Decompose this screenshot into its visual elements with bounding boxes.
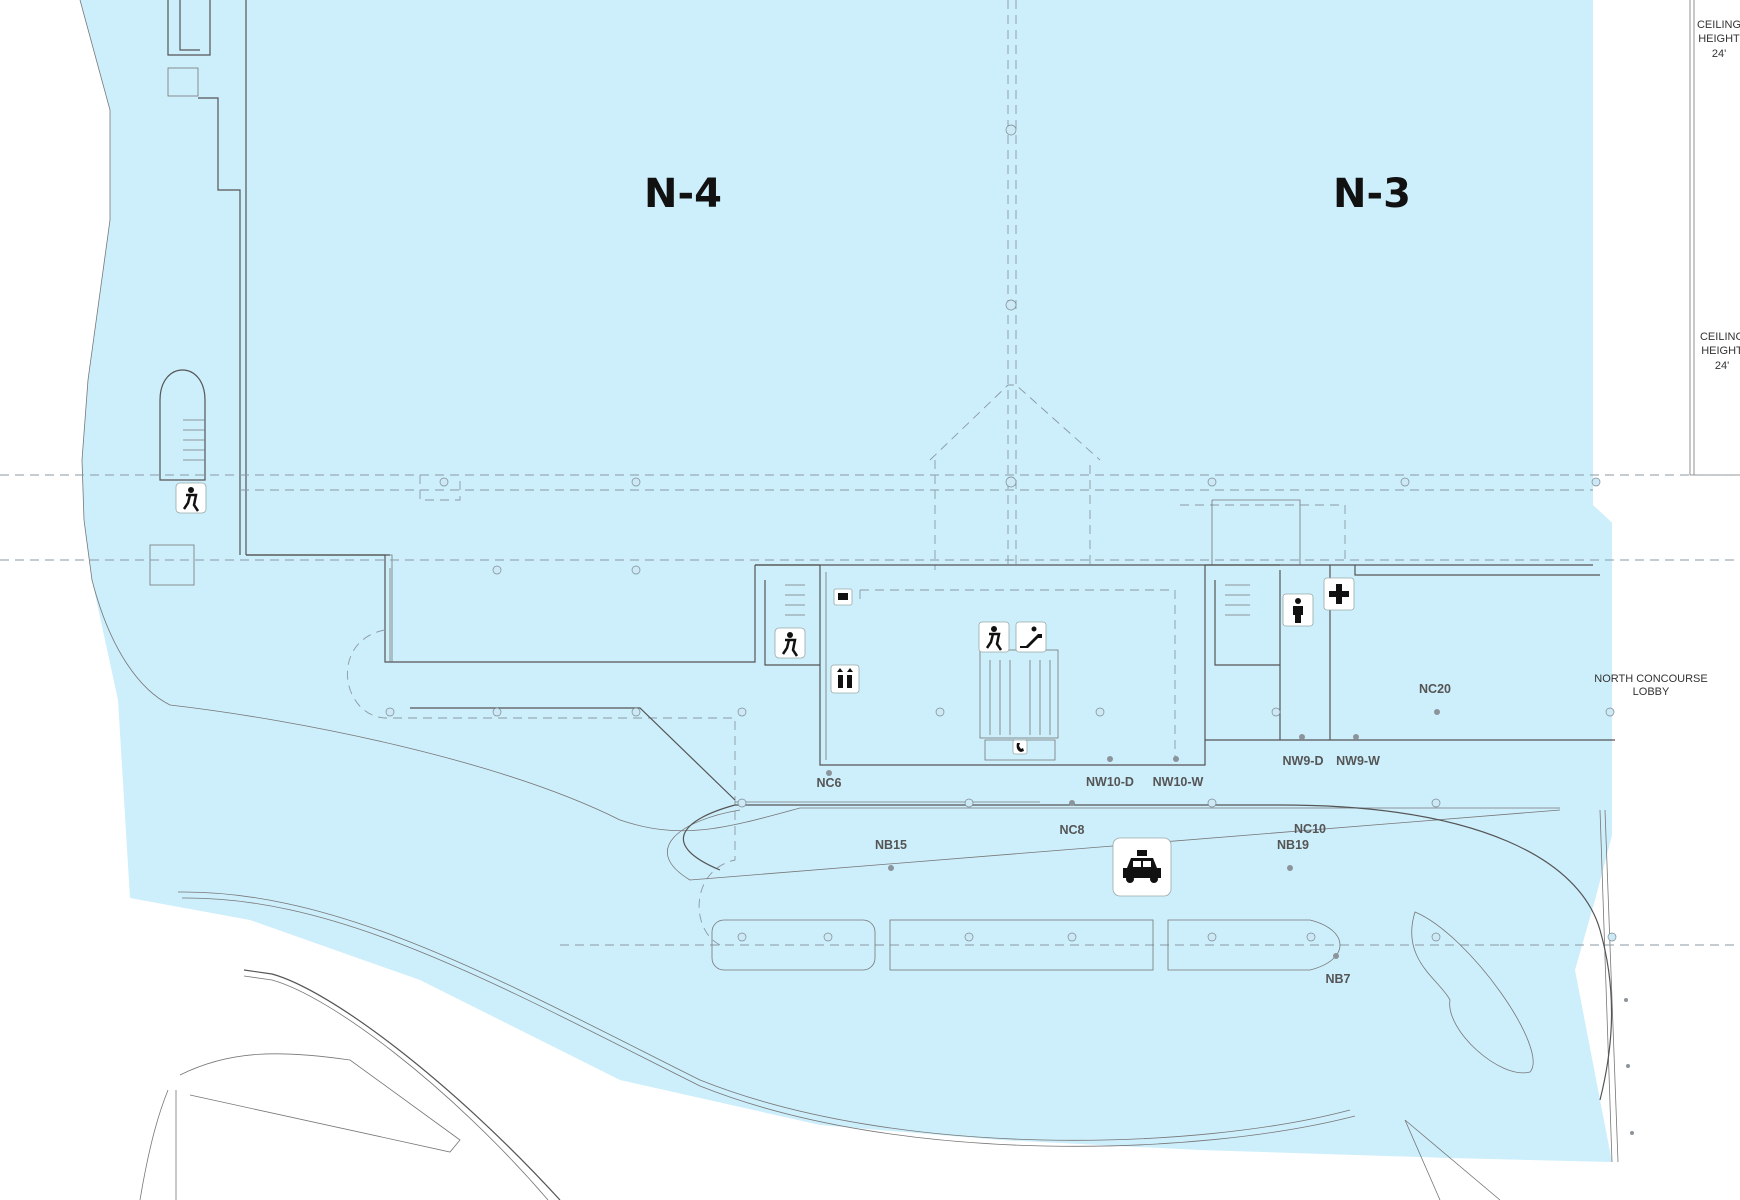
stairs-icon[interactable] — [978, 621, 1010, 653]
escalator-icon[interactable] — [1015, 621, 1047, 653]
stairs-icon[interactable] — [774, 627, 806, 659]
svg-text:CEILING: CEILING — [1697, 19, 1740, 31]
lobby-label: NORTH CONCOURSE LOBBY — [1594, 673, 1707, 698]
svg-text:24': 24' — [1715, 360, 1729, 372]
stairs-icon[interactable] — [175, 482, 207, 514]
exhibit-hall-area — [80, 0, 1620, 1162]
svg-text:NORTH CONCOURSE: NORTH CONCOURSE — [1594, 673, 1707, 685]
door-tag-nb15: NB15 — [875, 838, 907, 852]
elevator-icon[interactable] — [830, 664, 860, 694]
door-tag-nc8: NC8 — [1059, 823, 1084, 837]
door-tag-nc6: NC6 — [816, 776, 841, 790]
restroom-icon[interactable] — [1282, 593, 1314, 627]
door-tag-nw10w: NW10-W — [1153, 775, 1204, 789]
ceiling-note-top: CEILING HEIGHT 24' — [1697, 19, 1740, 60]
door-tag-nc20: NC20 — [1419, 682, 1451, 696]
svg-text:24': 24' — [1712, 48, 1726, 60]
door-tag-nw9w: NW9-W — [1336, 754, 1380, 768]
taxi-icon[interactable] — [1112, 837, 1172, 897]
hall-label-n4: N-4 — [644, 171, 722, 217]
svg-text:HEIGHT: HEIGHT — [1698, 33, 1740, 45]
column-markers — [385, 124, 1617, 942]
door-tag-nb19: NB19 — [1277, 838, 1309, 852]
door-tag-nw10d: NW10-D — [1086, 775, 1134, 789]
svg-text:HEIGHT: HEIGHT — [1701, 345, 1740, 357]
telephone-icon[interactable] — [1012, 739, 1028, 755]
door-tag-nc10: NC10 — [1294, 822, 1326, 836]
door-tag-nw9d: NW9-D — [1283, 754, 1324, 768]
door-tag-nb7: NB7 — [1325, 972, 1350, 986]
ceiling-note-mid: CEILING HEIGHT 24' — [1700, 331, 1740, 372]
hall-label-n3: N-3 — [1333, 171, 1411, 217]
door-points — [826, 709, 1634, 1135]
svg-text:LOBBY: LOBBY — [1633, 686, 1670, 698]
first-aid-icon[interactable] — [1323, 577, 1355, 611]
svg-text:CEILING: CEILING — [1700, 331, 1740, 343]
atm-icon[interactable] — [833, 588, 853, 606]
